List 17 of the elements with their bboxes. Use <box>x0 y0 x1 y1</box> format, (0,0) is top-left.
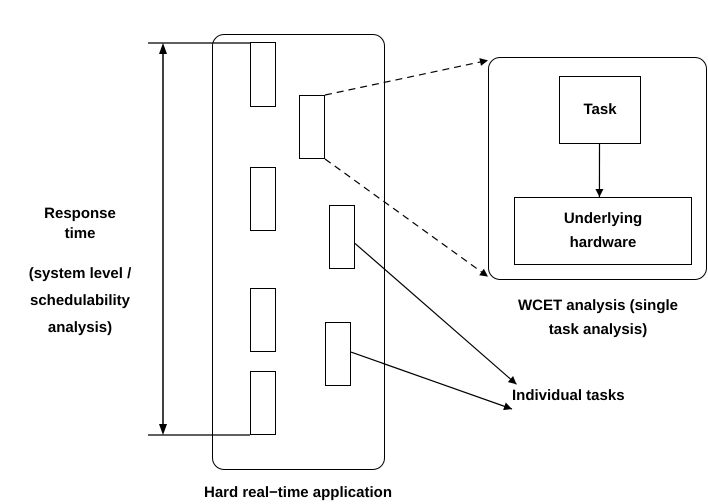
process-box: Underlying hardware <box>514 197 692 265</box>
task-box <box>325 322 351 386</box>
arrow <box>324 158 488 278</box>
arrow <box>354 242 517 385</box>
container-caption: WCET analysis (single task analysis) <box>516 296 680 340</box>
process-box: Task <box>559 76 641 144</box>
task-box <box>250 371 276 435</box>
text-label: Individual tasks <box>512 383 662 409</box>
task-box <box>329 205 355 269</box>
arrow <box>595 144 604 197</box>
arrow <box>350 352 512 410</box>
task-box <box>299 95 325 159</box>
task-box <box>250 288 276 352</box>
task-box <box>250 167 276 231</box>
container-caption: Hard real−time application <box>203 483 393 503</box>
arrow <box>324 58 488 96</box>
task-box <box>250 42 276 107</box>
